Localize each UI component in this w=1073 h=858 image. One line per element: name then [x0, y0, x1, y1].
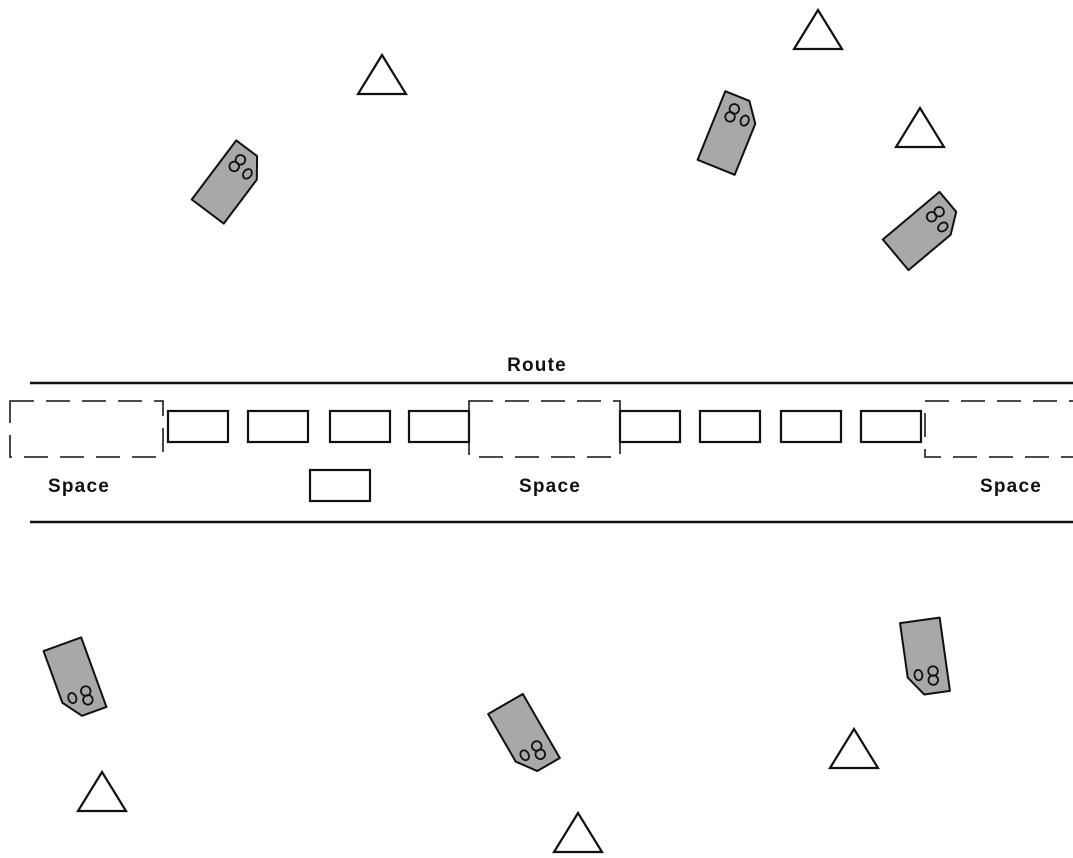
space-box-left	[9, 400, 164, 458]
triangle-marker-icon	[792, 8, 844, 51]
tracked-vehicle-icon	[881, 190, 967, 272]
convoy-vehicles	[166, 409, 923, 503]
convoy-vehicle	[166, 409, 230, 444]
triangle-marker-icon	[76, 770, 128, 813]
convoy-vehicle	[698, 409, 762, 444]
tracked-vehicle-icon	[487, 692, 561, 780]
convoy-vehicle	[859, 409, 923, 444]
triangle-marker-icon	[552, 811, 604, 854]
tracked-vehicle-icon	[899, 616, 951, 698]
convoy-vehicle	[618, 409, 682, 444]
route-title: Route	[507, 355, 567, 376]
space-label-middle: Space	[519, 476, 581, 497]
space-box-middle	[468, 400, 621, 458]
triangle-marker-icon	[356, 53, 408, 96]
space-label-left: Space	[48, 476, 110, 497]
tracked-vehicle-icon	[190, 139, 270, 225]
triangle-marker-icon	[828, 727, 880, 770]
convoy-vehicle-lagging	[308, 468, 372, 503]
convoy-vehicle	[246, 409, 310, 444]
triangle-marker-icon	[894, 106, 946, 149]
convoy-vehicle	[328, 409, 392, 444]
space-label-right: Space	[980, 476, 1042, 497]
space-box-right	[924, 400, 1073, 458]
convoy-vehicle	[779, 409, 843, 444]
tracked-vehicle-icon	[696, 90, 764, 176]
convoy-vehicle	[407, 409, 471, 444]
space-gaps	[9, 400, 1073, 458]
tracked-vehicle-icon	[42, 636, 108, 722]
